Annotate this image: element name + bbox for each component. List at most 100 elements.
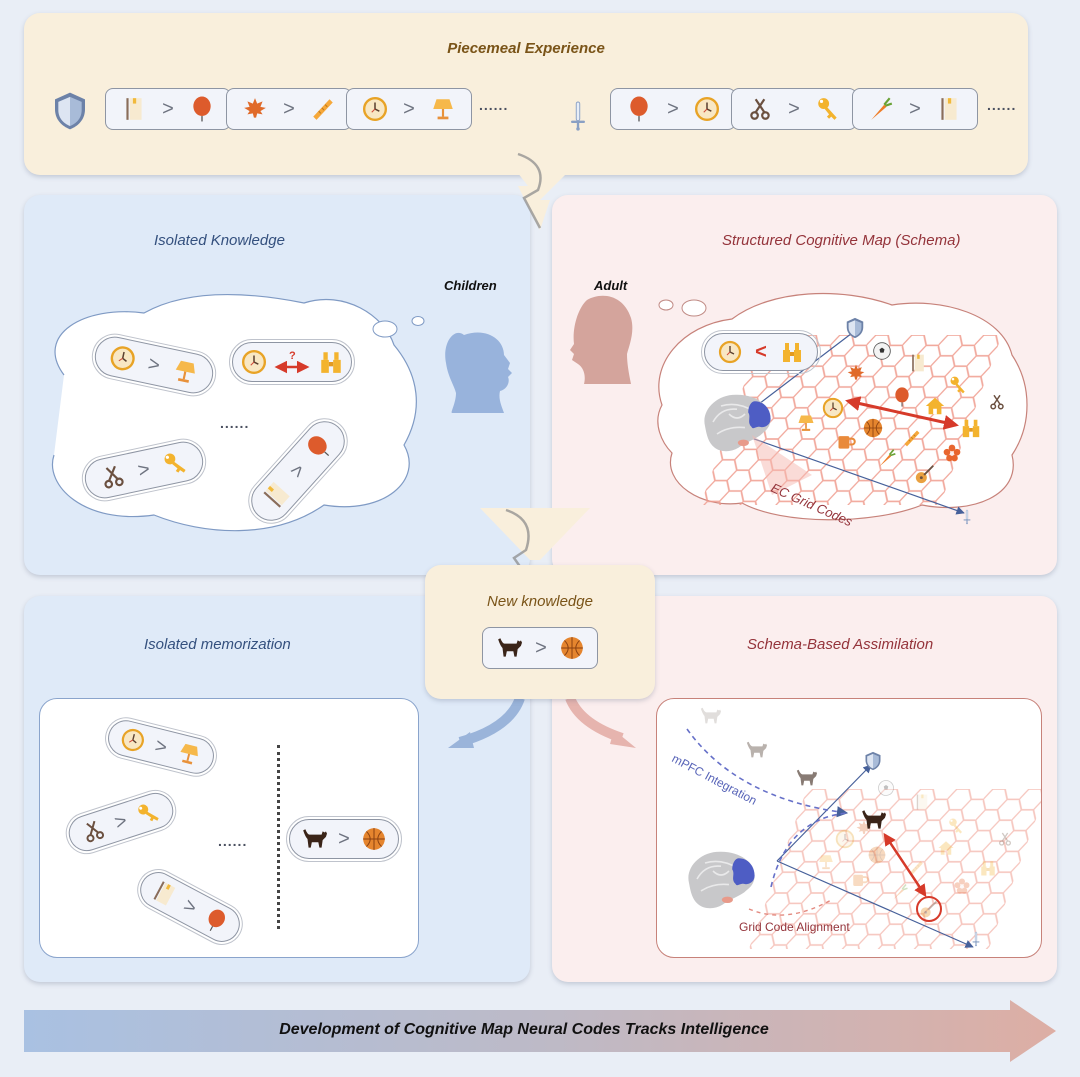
arrow-to-assimilation [610, 730, 636, 748]
pill-clock-binoculars-unknown: ? [229, 339, 355, 385]
panel-title: Isolated memorization [144, 636, 291, 653]
comparison-operator: < [755, 340, 767, 363]
binoculars-icon [318, 349, 344, 375]
ellipsis: ...... [479, 97, 509, 113]
structured-cognitive-map-panel: Structured Cognitive Map (Schema) Adult … [552, 195, 1057, 575]
panel-title: Isolated Knowledge [154, 232, 285, 249]
pill-cat-basketball: > [286, 816, 402, 862]
balloon-icon [301, 429, 338, 466]
cat-icon-faded [746, 741, 767, 758]
unknown-relation-arrow-icon: ? [274, 350, 310, 374]
children-label: Children [444, 278, 497, 293]
pair-leaf-ruler: > [226, 88, 352, 130]
mpfc-integration-label: mPFC Integration [670, 751, 760, 808]
lamp-icon [430, 96, 456, 122]
cat-icon [301, 826, 327, 852]
clock-icon [107, 343, 138, 374]
piecemeal-experience-panel: Piecemeal Experience > > > ...... > > > … [24, 13, 1028, 175]
clock-icon [718, 340, 742, 364]
ellipsis: ...... [987, 97, 1017, 113]
carrot-icon [868, 96, 894, 122]
notebook-icon [121, 96, 147, 122]
pair-scissors-key: > [731, 88, 857, 130]
assimilation-box: mPFC Integration Grid Code Alignment [656, 698, 1042, 958]
brain-icon [687, 850, 756, 910]
branch-arrows [448, 698, 636, 748]
panel-title: New knowledge [487, 593, 593, 610]
binoculars-icon [780, 340, 804, 364]
basketball-icon [361, 826, 387, 852]
schema-map-graphic: EC Grid Codes [570, 292, 1028, 530]
flow-arrow-top [500, 150, 590, 230]
pill-clock-lamp: > [101, 711, 221, 783]
comparison-operator: > [667, 97, 679, 120]
svg-text:?: ? [289, 350, 296, 362]
clock-icon [241, 349, 267, 375]
lamp-icon [170, 356, 201, 387]
pill-clock-less-binoculars: < [701, 330, 821, 374]
panel-title: Schema-Based Assimilation [747, 636, 934, 653]
notebook-icon [148, 877, 180, 909]
clock-icon [118, 725, 147, 754]
panel-title: Structured Cognitive Map (Schema) [722, 232, 961, 249]
assimilation-graphic: mPFC Integration Grid Code Alignment [670, 707, 1041, 949]
pill-notebook-balloon: > [130, 858, 250, 956]
maple-leaf-icon [242, 96, 268, 122]
comparison-operator: > [179, 894, 201, 920]
development-label: Development of Cognitive Map Neural Code… [279, 1021, 769, 1038]
scissors-icon [747, 96, 773, 122]
comparison-operator: > [135, 457, 152, 482]
comparison-operator: > [338, 827, 350, 850]
soccer-ball-icon [873, 342, 891, 360]
pair-carrot-notebook: > [852, 88, 978, 130]
balloon-icon [189, 96, 215, 122]
isolated-knowledge-panel: Isolated Knowledge Children > ? ...... >… [24, 195, 530, 575]
cat-icon-moving [796, 769, 817, 786]
shield-icon [865, 751, 881, 771]
key-icon [134, 798, 164, 828]
notebook-icon [936, 96, 962, 122]
clock-icon [694, 96, 720, 122]
arrow-to-memorization [448, 732, 474, 748]
distance-arrow [845, 396, 959, 430]
comparison-operator: > [285, 458, 310, 483]
pair-clock-lamp: > [346, 88, 472, 130]
basketball-icon [559, 635, 585, 661]
pair-balloon-clock: > [610, 88, 736, 130]
ellipsis: ...... [218, 833, 248, 849]
distance-arrow [883, 832, 927, 898]
separator-line [277, 745, 280, 929]
memory-box: > > ...... > > [39, 698, 419, 958]
key-icon [815, 96, 841, 122]
clock-icon [362, 96, 388, 122]
cat-icon-faded [700, 707, 721, 724]
comparison-operator: > [162, 97, 174, 120]
pair-cat-basketball: > [482, 627, 598, 669]
comparison-operator: > [403, 97, 415, 120]
isolated-memorization-panel: Isolated memorization > > ...... > > [24, 596, 530, 982]
balloon-icon [200, 905, 232, 937]
grid-code-alignment-label: Grid Code Alignment [739, 920, 850, 934]
development-arrow [24, 1000, 1056, 1062]
key-icon [160, 448, 191, 479]
comparison-operator: > [146, 352, 163, 377]
lamp-icon [175, 740, 204, 769]
ellipsis: ...... [220, 415, 250, 431]
comparison-operator: > [909, 97, 921, 120]
comparison-operator: > [283, 97, 295, 120]
comparison-operator: > [111, 809, 130, 834]
shield-icon [50, 91, 90, 131]
ruler-icon [310, 96, 336, 122]
balloon-icon [626, 96, 652, 122]
basketball-icon [863, 418, 883, 438]
scissors-icon [97, 461, 128, 492]
target-circle [916, 896, 942, 922]
comparison-operator: > [535, 636, 547, 659]
clock-icon [822, 397, 844, 419]
comparison-operator: > [152, 734, 170, 759]
pair-notebook-balloon: > [105, 88, 231, 130]
pill-scissors-key: > [60, 782, 182, 862]
notebook-icon [258, 477, 295, 514]
sword-icon [564, 91, 592, 141]
schema-assimilation-panel: Schema-Based Assimilation [552, 596, 1057, 982]
